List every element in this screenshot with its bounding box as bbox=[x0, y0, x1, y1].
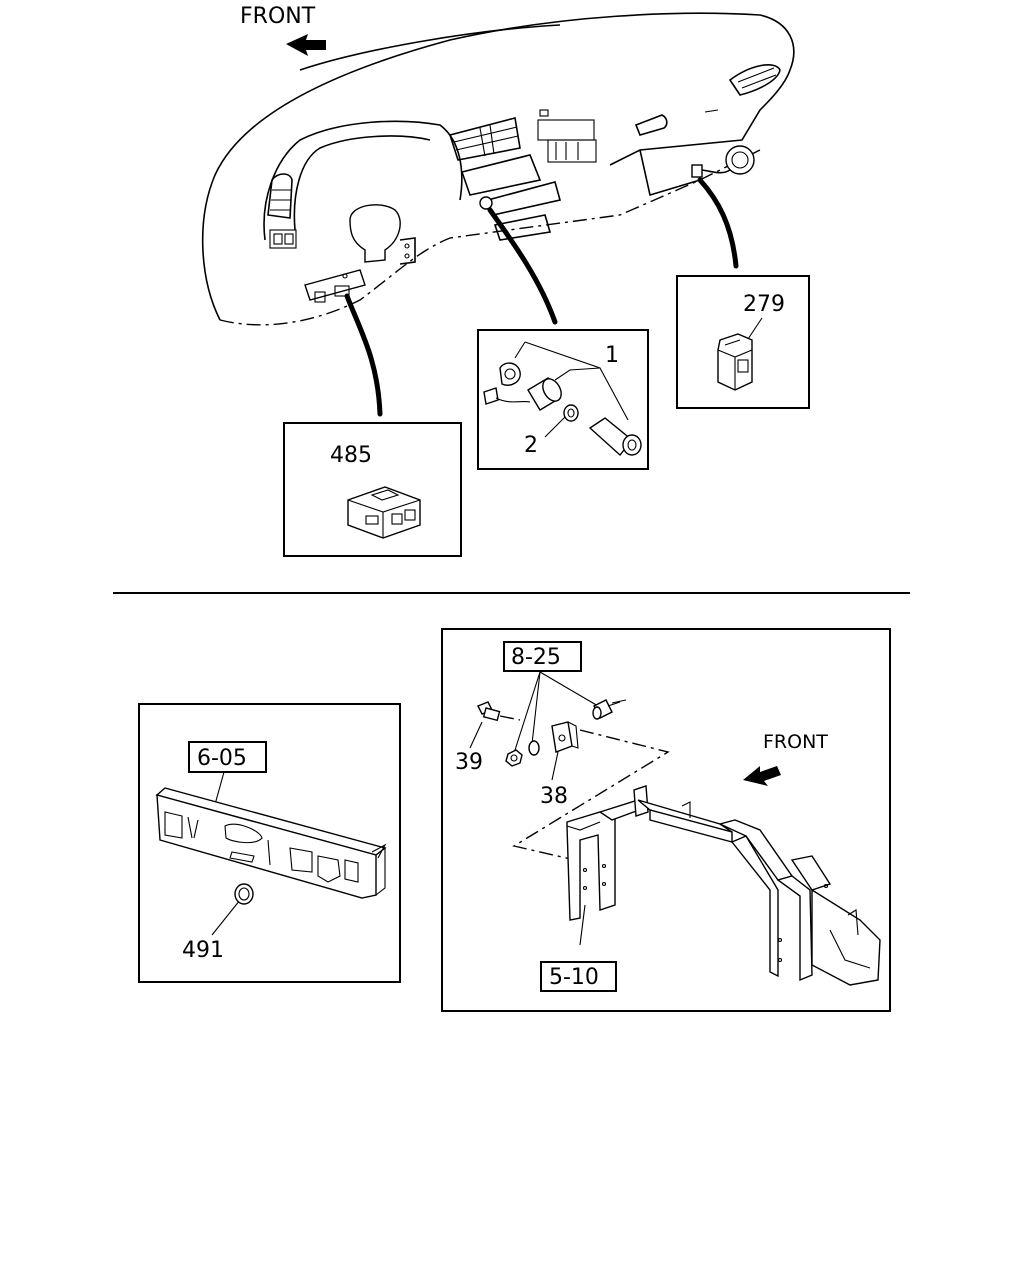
part-label-605: 6-05 bbox=[197, 746, 247, 771]
part-label-825: 8-25 bbox=[511, 645, 561, 670]
part-label-485: 485 bbox=[330, 443, 372, 468]
sensor-icon bbox=[592, 699, 627, 720]
cross-member-panel-icon bbox=[155, 787, 387, 899]
front-arrow-icon bbox=[286, 34, 326, 56]
callout-box-279: 279 bbox=[676, 275, 810, 409]
frame-member-510-icon bbox=[566, 785, 881, 986]
relay-279-icon bbox=[717, 333, 753, 391]
grommet-491-icon bbox=[234, 883, 254, 905]
part-label-279: 279 bbox=[743, 292, 785, 317]
callout-box-825: 8-25 39 38 5-10 FRONT bbox=[441, 628, 891, 1012]
bracket-38-icon bbox=[551, 721, 579, 753]
front-label-bottom: FRONT bbox=[763, 731, 828, 753]
callout-box-485: 485 bbox=[283, 422, 462, 557]
switch-assembly-icon bbox=[483, 362, 642, 457]
part-label-1: 1 bbox=[605, 343, 619, 368]
callout-box-1: 1 2 bbox=[477, 329, 649, 470]
part-label-39: 39 bbox=[455, 750, 483, 775]
leader-279 bbox=[697, 177, 739, 269]
bolt-39-icon bbox=[477, 701, 521, 722]
part-label-2: 2 bbox=[524, 433, 538, 458]
front-indicator-top: FRONT bbox=[240, 4, 326, 56]
washer-icon bbox=[528, 740, 540, 756]
leader-485 bbox=[344, 293, 383, 417]
leader-1 bbox=[487, 207, 558, 325]
callout-box-605: 6-05 491 bbox=[138, 703, 401, 983]
dashboard-illustration bbox=[201, 12, 795, 326]
part-label-510: 5-10 bbox=[549, 965, 599, 990]
part-label-38: 38 bbox=[540, 784, 568, 809]
connector-485-icon bbox=[347, 486, 421, 539]
part-label-491: 491 bbox=[182, 938, 224, 963]
front-arrow-icon bbox=[743, 766, 781, 786]
front-label-top: FRONT bbox=[240, 4, 316, 29]
nut-icon bbox=[505, 749, 523, 767]
